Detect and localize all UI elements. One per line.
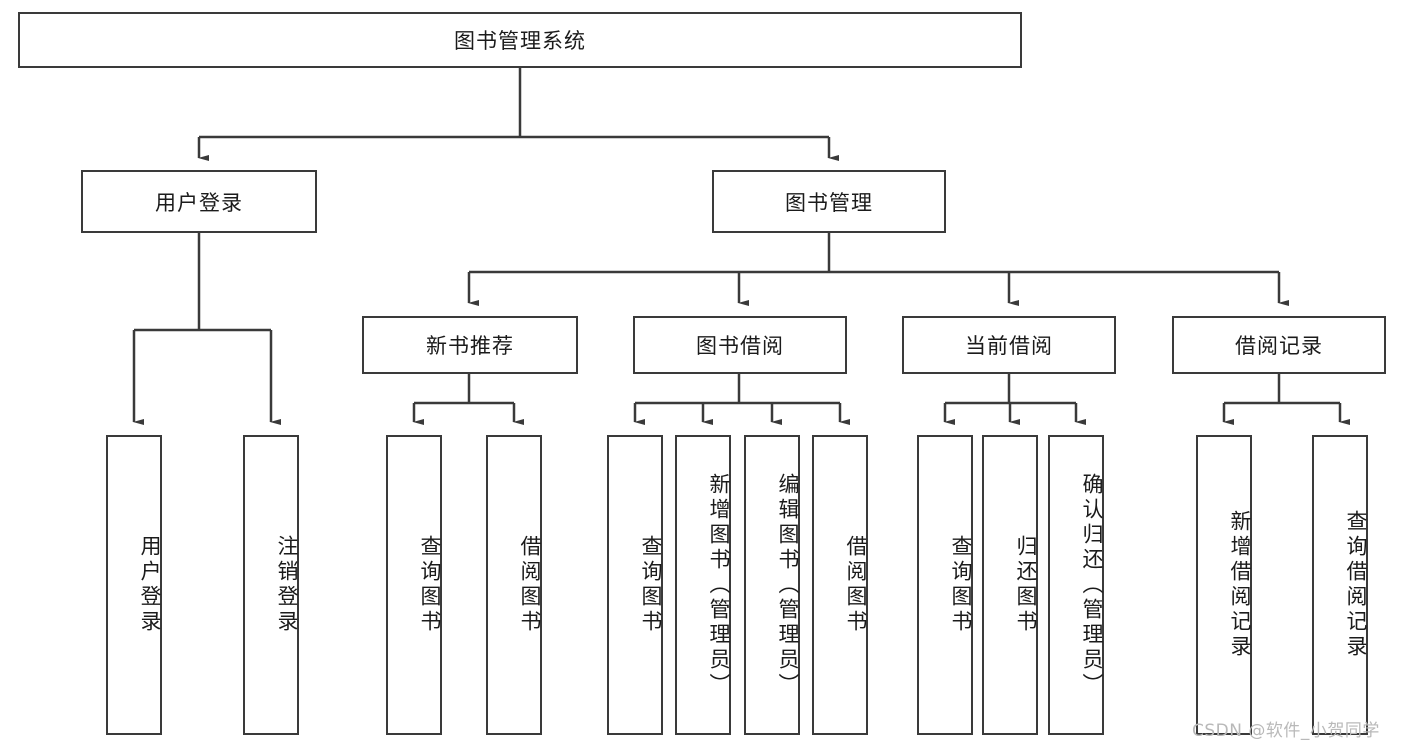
leaf-current-return-book[interactable]: 归还图书 [982,435,1038,735]
node-root[interactable]: 图书管理系统 [18,12,1022,68]
leaf-borrow-add-book-admin[interactable]: 新增图书（管理员） [675,435,731,735]
leaf-record-add-record[interactable]: 新增借阅记录 [1196,435,1252,735]
leaf-user-login-signin[interactable]: 用户登录 [106,435,162,735]
node-root-label: 图书管理系统 [454,29,586,53]
leaf-label: 新增图书（管理员） [707,472,731,698]
node-borrow-record[interactable]: 借阅记录 [1172,316,1386,374]
node-user-login-label: 用户登录 [155,190,243,215]
leaf-label: 编辑图书（管理员） [776,472,800,698]
leaf-borrow-edit-book-admin[interactable]: 编辑图书（管理员） [744,435,800,735]
node-user-login[interactable]: 用户登录 [81,170,317,233]
node-book-borrow-label: 图书借阅 [696,334,784,358]
node-book-management-label: 图书管理 [785,190,873,215]
leaf-borrow-query-book[interactable]: 查询图书 [607,435,663,735]
leaf-borrow-borrow-book[interactable]: 借阅图书 [812,435,868,735]
node-current-borrow-label: 当前借阅 [965,334,1053,358]
node-new-book-recommend-label: 新书推荐 [426,334,514,358]
leaf-label: 查询借阅记录 [1344,510,1368,660]
node-borrow-record-label: 借阅记录 [1235,334,1323,358]
leaf-user-login-signout[interactable]: 注销登录 [243,435,299,735]
leaf-label: 查询图书 [418,535,442,635]
leaf-current-query-book[interactable]: 查询图书 [917,435,973,735]
leaf-recommend-borrow-book[interactable]: 借阅图书 [486,435,542,735]
leaf-current-confirm-return-admin[interactable]: 确认归还（管理员） [1048,435,1104,735]
node-current-borrow[interactable]: 当前借阅 [902,316,1116,374]
leaf-label: 借阅图书 [518,535,542,635]
leaf-label: 归还图书 [1014,535,1038,635]
leaf-label: 查询图书 [639,535,663,635]
leaf-label: 新增借阅记录 [1228,510,1252,660]
node-book-borrow[interactable]: 图书借阅 [633,316,847,374]
leaf-record-query-record[interactable]: 查询借阅记录 [1312,435,1368,735]
node-book-management[interactable]: 图书管理 [712,170,946,233]
leaf-label: 查询图书 [949,535,973,635]
leaf-label: 注销登录 [275,535,299,635]
node-new-book-recommend[interactable]: 新书推荐 [362,316,578,374]
leaf-label: 确认归还（管理员） [1080,472,1104,698]
leaf-label: 借阅图书 [844,535,868,635]
csdn-watermark: CSDN @软件_小贺同学 [1192,721,1380,741]
leaf-recommend-query-book[interactable]: 查询图书 [386,435,442,735]
leaf-label: 用户登录 [138,535,162,635]
